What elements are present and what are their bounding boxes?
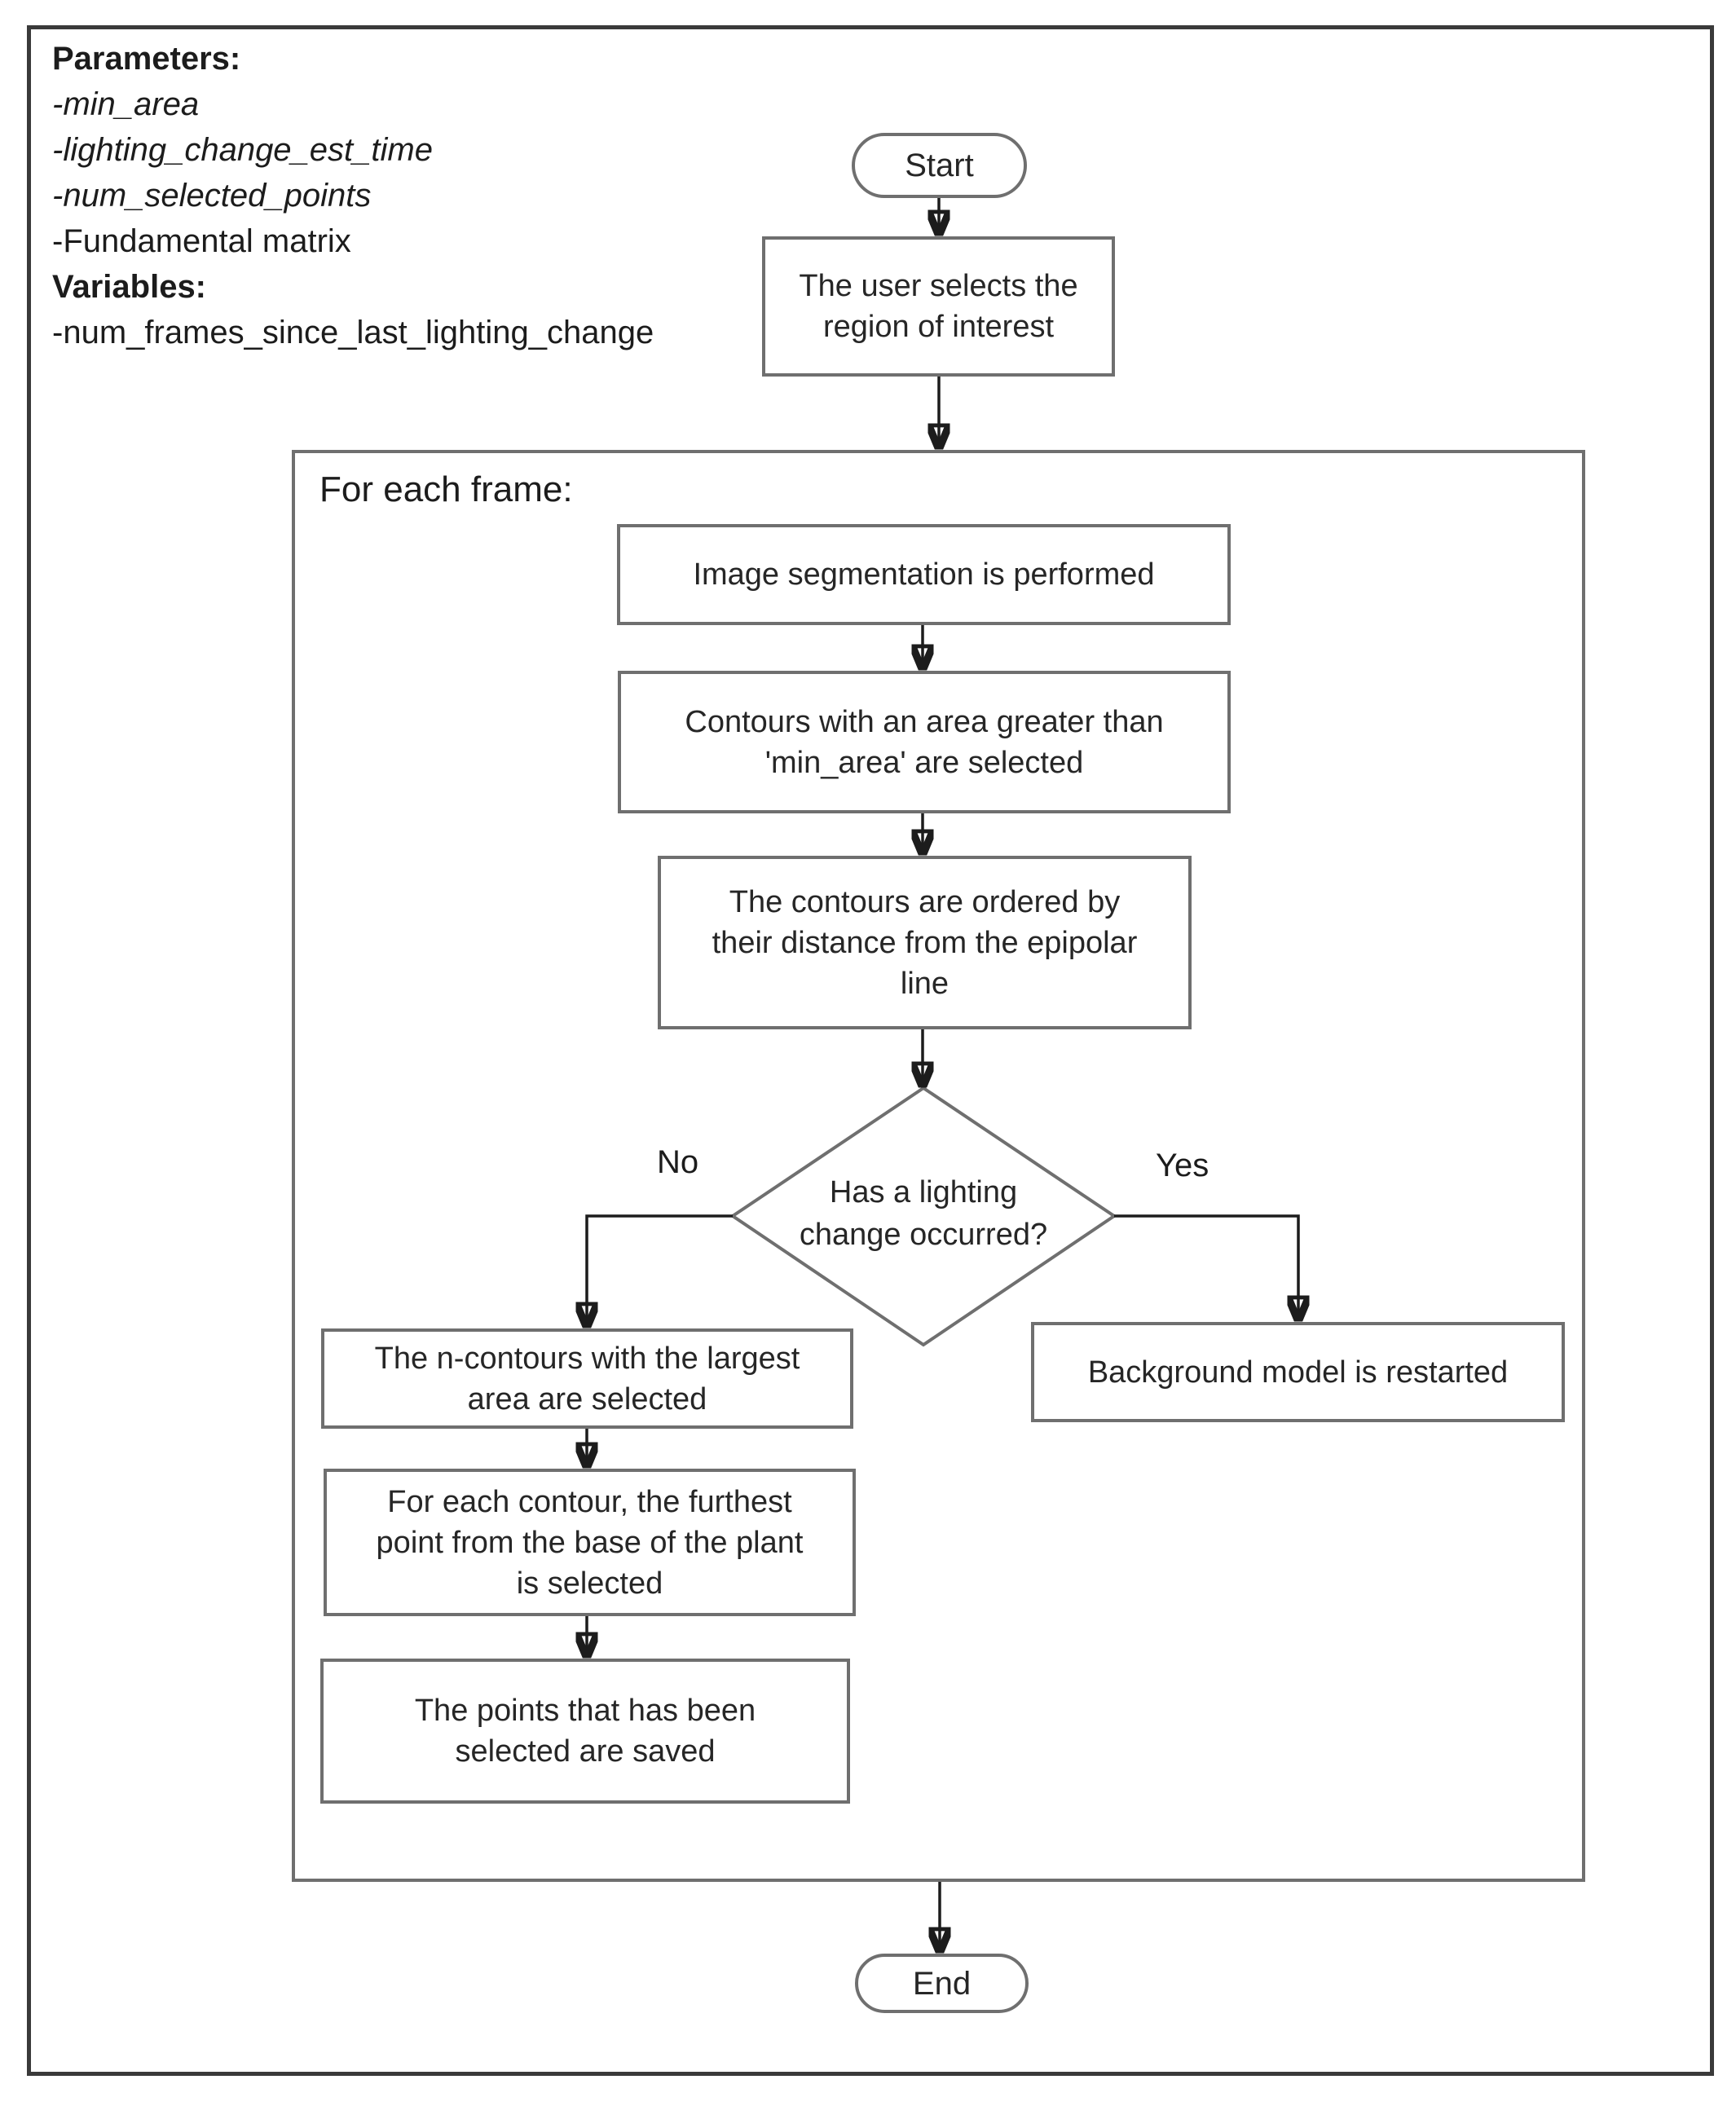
start-node: Start	[852, 133, 1027, 198]
variable-item: -num_frames_since_last_lighting_change	[52, 315, 654, 350]
variables-heading: Variables:	[52, 269, 207, 305]
select-roi-node: The user selects the region of interest	[762, 236, 1115, 377]
for-each-frame-label: For each frame:	[319, 469, 573, 509]
end-node: End	[855, 1954, 1029, 2013]
furthest-point-node: For each contour, the furthest point fro…	[324, 1469, 856, 1616]
parameter-item: -min_area	[52, 86, 200, 122]
parameter-item: -lighting_change_est_time	[52, 132, 433, 168]
contours-ordered-node: The contours are ordered by their distan…	[658, 856, 1192, 1029]
connector-no-branch	[587, 1214, 733, 1326]
connector-yes-branch	[1114, 1214, 1298, 1320]
contours-min-area-node: Contours with an area greater than 'min_…	[618, 671, 1231, 813]
decision-diamond	[729, 1086, 1117, 1347]
background-restart-node: Background model is restarted	[1031, 1322, 1565, 1422]
segmentation-node: Image segmentation is performed	[617, 524, 1231, 625]
yes-branch-label: Yes	[1156, 1148, 1209, 1183]
decision-label: Has a lighting change occurred?	[799, 1175, 1048, 1252]
parameter-item: -num_selected_points	[52, 178, 372, 214]
points-saved-node: The points that has been selected are sa…	[320, 1659, 850, 1804]
parameters-heading: Parameters:	[52, 41, 241, 77]
legend: Parameters: -min_area -lighting_change_e…	[52, 36, 786, 355]
n-contours-node: The n-contours with the largest area are…	[321, 1328, 853, 1429]
for-each-frame-container	[292, 450, 1585, 1882]
parameter-item: -Fundamental matrix	[52, 223, 351, 259]
no-branch-label: No	[657, 1144, 699, 1180]
